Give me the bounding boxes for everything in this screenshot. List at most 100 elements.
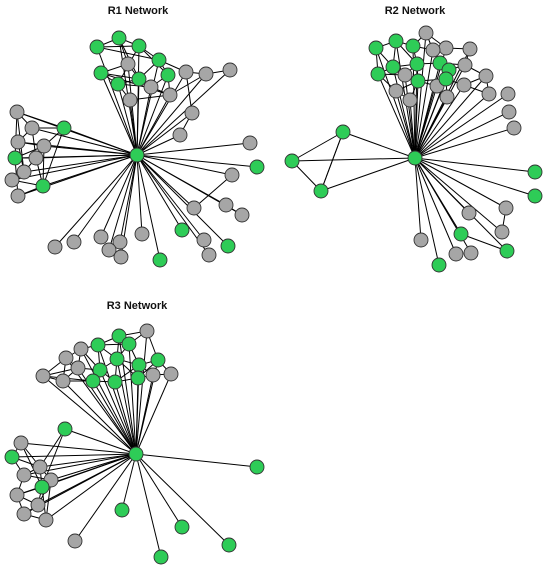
r2-green-node: [313, 183, 329, 199]
r2-green-node: [385, 59, 401, 75]
r3-edge: [135, 377, 139, 455]
r1-edge: [43, 145, 138, 156]
r1-edge: [136, 154, 233, 176]
r1-hub-node: [129, 147, 145, 163]
r2-gray-node: [494, 224, 510, 240]
r1-gray-node: [24, 120, 40, 136]
r1-green-node: [110, 76, 126, 92]
r3-edge: [135, 374, 154, 455]
r3-green-node: [109, 351, 125, 367]
r1-gray-node: [201, 247, 217, 263]
r3-nodes: [4, 323, 265, 565]
r1-gray-node: [198, 66, 214, 82]
r2-green-node: [370, 66, 386, 82]
r2-edge: [414, 80, 419, 159]
r1-edge: [136, 154, 183, 231]
r2-gray-node: [456, 77, 472, 93]
r2-edge: [291, 157, 416, 162]
r1-edge: [23, 154, 138, 173]
r1-edge: [11, 154, 138, 181]
r3-edge: [20, 442, 137, 455]
r2-green-node: [410, 73, 426, 89]
r2-gray-node: [498, 200, 514, 216]
r1-edge: [136, 73, 207, 156]
r1-gray-node: [122, 92, 138, 108]
r2-edge: [395, 90, 416, 159]
r1-gray-node: [134, 226, 150, 242]
r2-edge: [414, 157, 536, 197]
r2-edge: [414, 85, 438, 159]
r1-gray-node: [10, 188, 26, 204]
r1-edge: [136, 154, 143, 235]
r2-gray-node: [418, 25, 434, 41]
r1-edge: [136, 78, 140, 156]
r3-network-title: R3 Network: [107, 300, 168, 312]
r1-edge: [136, 134, 181, 156]
r2-gray-node: [461, 205, 477, 221]
r2-green-node: [453, 226, 469, 242]
r3-green-node: [85, 373, 101, 389]
r2-nodes: [284, 25, 543, 273]
r3-gray-node: [9, 487, 25, 503]
r3-gray-node: [13, 435, 29, 451]
r3-edge: [92, 380, 137, 455]
r3-gray-node: [55, 373, 71, 389]
r3-gray-node: [139, 323, 155, 339]
r3-green-node: [130, 370, 146, 386]
r3-gray-node: [67, 533, 83, 549]
r3-edge: [99, 369, 137, 455]
r1-green-node: [131, 38, 147, 54]
r3-edge: [135, 453, 258, 468]
r1-green-node: [131, 71, 147, 87]
r2-edge: [377, 73, 416, 159]
r3-edge: [80, 348, 137, 455]
r2-green-node: [409, 56, 425, 72]
r1-gray-node: [10, 134, 26, 150]
r3-edge: [64, 428, 137, 455]
r3-edge: [39, 453, 137, 468]
r1-gray-node: [120, 56, 136, 72]
r2-gray-node: [457, 57, 473, 73]
r2-gray-node: [402, 92, 418, 108]
r1-green-node: [160, 67, 176, 83]
r3-edge: [97, 344, 137, 455]
r2-gray-node: [438, 40, 454, 56]
r1-green-node: [35, 178, 51, 194]
r2-hub-node: [407, 150, 423, 166]
r3-network: R3 Network: [4, 300, 265, 565]
r1-green-node: [93, 65, 109, 81]
r2-gray-node: [397, 67, 413, 83]
r2-gray-node: [448, 246, 464, 262]
r1-edge: [136, 112, 193, 156]
r1-gray-node: [4, 172, 20, 188]
r3-green-node: [4, 449, 20, 465]
r2-gray-node: [481, 86, 497, 102]
r2-edge: [414, 96, 448, 159]
r2-green-node: [431, 257, 447, 273]
r2-edge: [414, 157, 507, 209]
r2-edge: [460, 233, 508, 252]
r3-gray-node: [163, 366, 179, 382]
r1-edge: [16, 111, 65, 129]
r2-edge: [375, 47, 416, 159]
r2-network: R2 Network: [284, 5, 543, 273]
r2-gray-node: [463, 245, 479, 261]
r3-green-node: [57, 421, 73, 437]
r1-gray-node: [36, 138, 52, 154]
r1-green-node: [152, 252, 168, 268]
r3-green-node: [92, 362, 108, 378]
r2-green-node: [499, 243, 515, 259]
r2-edge: [291, 131, 344, 162]
r1-network: R1 Network: [4, 5, 265, 268]
r1-gray-node: [172, 127, 188, 143]
r3-green-node: [90, 337, 106, 353]
r1-gray-node: [222, 62, 238, 78]
r2-green-node: [335, 124, 351, 140]
r3-edge: [135, 373, 172, 455]
r3-edge: [135, 453, 230, 546]
r2-edge: [414, 157, 503, 233]
r1-gray-node: [242, 135, 258, 151]
r3-edge: [45, 453, 137, 521]
r2-gray-node: [506, 120, 522, 136]
